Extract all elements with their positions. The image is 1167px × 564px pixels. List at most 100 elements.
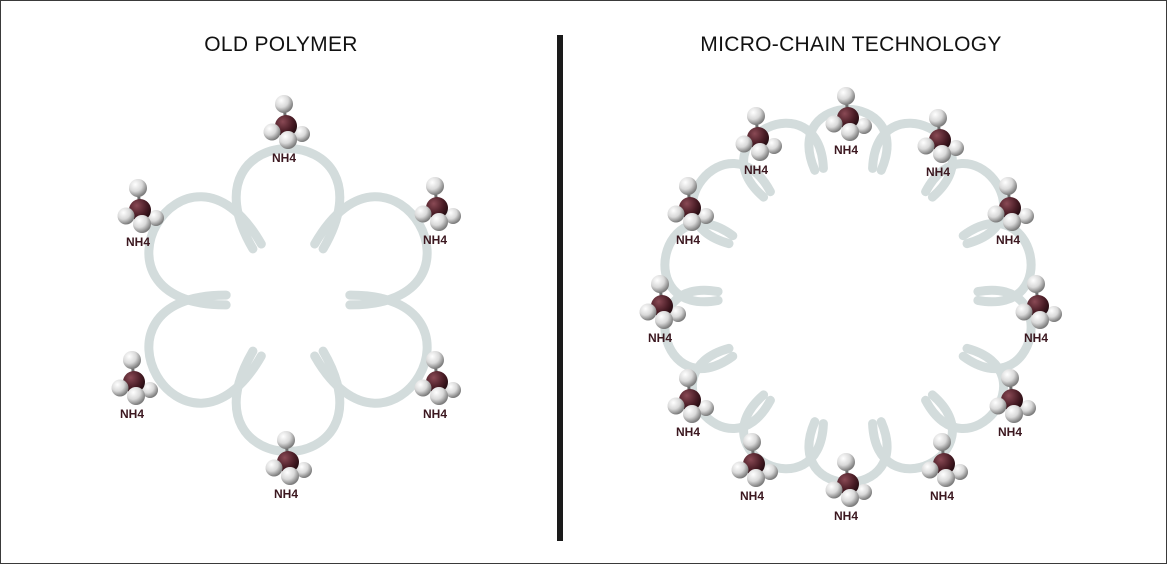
hydrogen-atom (841, 123, 859, 141)
hydrogen-atom (277, 431, 295, 449)
hydrogen-atom (639, 303, 657, 321)
micro-chain-molecule-7: NH4 (1015, 275, 1062, 345)
hydrogen-atom (1046, 306, 1062, 322)
hydrogen-atom (735, 135, 753, 153)
hydrogen-atom (731, 461, 749, 479)
nh4-label: NH4 (676, 233, 700, 247)
hydrogen-atom (999, 177, 1017, 195)
hydrogen-atom (1031, 311, 1049, 329)
nitrogen-atom (1001, 389, 1023, 411)
hydrogen-atom (430, 213, 448, 231)
hydrogen-atom (987, 205, 1005, 223)
hydrogen-atom (414, 205, 432, 223)
hydrogen-atom (123, 351, 141, 369)
polymer-chains (144, 104, 1036, 488)
micro-chain-molecule-6: NH4 (639, 275, 686, 345)
nitrogen-atom (277, 451, 299, 473)
nitrogen-atom (999, 197, 1021, 219)
hydrogen-atom (679, 177, 697, 195)
micro-chain-molecule-4: NH4 (667, 177, 714, 247)
nh4-label: NH4 (676, 425, 700, 439)
micro-chain-chain-loop (660, 218, 738, 307)
hydrogen-atom (296, 462, 312, 478)
hydrogen-atom (1020, 400, 1036, 416)
hydrogen-atom (279, 131, 297, 149)
nh4-label: NH4 (926, 165, 950, 179)
hydrogen-atom (933, 433, 951, 451)
hydrogen-atom (683, 405, 701, 423)
nh4-label: NH4 (272, 151, 296, 165)
old-polymer-chain-loop (310, 290, 432, 408)
hydrogen-atom (679, 369, 697, 387)
hydrogen-atom (952, 464, 968, 480)
nh4-label: NH4 (1024, 331, 1048, 345)
micro-chain-chain-loop (868, 118, 957, 202)
hydrogen-atom (743, 433, 761, 451)
hydrogen-atom (127, 387, 145, 405)
hydrogen-atom (430, 387, 448, 405)
hydrogen-atom (921, 461, 939, 479)
hydrogen-atom (825, 115, 843, 133)
hydrogen-atom (651, 275, 669, 293)
hydrogen-atom (263, 123, 281, 141)
hydrogen-atom (841, 489, 859, 507)
nitrogen-atom (933, 453, 955, 475)
hydrogen-atom (445, 382, 461, 398)
nh4-label: NH4 (274, 487, 298, 501)
hydrogen-atom (698, 400, 714, 416)
hydrogen-atom (148, 210, 164, 226)
old-polymer-molecule-2: NH4 (117, 179, 164, 249)
old-polymer-molecule-4: NH4 (111, 351, 158, 421)
nitrogen-atom (747, 127, 769, 149)
nitrogen-atom (837, 107, 859, 129)
hydrogen-atom (948, 140, 964, 156)
micro-chain-molecule-12: NH4 (825, 453, 872, 523)
nitrogen-atom (679, 197, 701, 219)
hydrogen-atom (1015, 303, 1033, 321)
hydrogen-atom (766, 138, 782, 154)
nh4-label: NH4 (648, 331, 672, 345)
hydrogen-atom (1003, 213, 1021, 231)
hydrogen-atom (414, 379, 432, 397)
nitrogen-atom (426, 197, 448, 219)
micro-chain-chain-loop (958, 218, 1036, 307)
hydrogen-atom (655, 311, 673, 329)
micro-chain-chain-loop (921, 159, 1008, 249)
micro-chain-molecule-8: NH4 (667, 369, 714, 439)
hydrogen-atom (825, 481, 843, 499)
hydrogen-atom (698, 208, 714, 224)
nh4-label: NH4 (423, 407, 447, 421)
hydrogen-atom (747, 107, 765, 125)
old-polymer-molecule-1: NH4 (263, 95, 310, 165)
hydrogen-atom (667, 397, 685, 415)
old-polymer-chain-loop (144, 192, 266, 310)
old-polymer-molecule-6: NH4 (265, 431, 312, 501)
hydrogen-atom (762, 464, 778, 480)
hydrogen-atom (667, 205, 685, 223)
nh4-label: NH4 (998, 425, 1022, 439)
hydrogen-atom (426, 351, 444, 369)
hydrogen-atom (1018, 208, 1034, 224)
micro-chain-title: MICRO-CHAIN TECHNOLOGY (700, 33, 1002, 56)
micro-chain-chain-loop (660, 285, 738, 374)
hydrogen-atom (142, 382, 158, 398)
nh4-label: NH4 (423, 233, 447, 247)
old-polymer-title: OLD POLYMER (204, 33, 358, 56)
micro-chain-molecule-5: NH4 (987, 177, 1034, 247)
nitrogen-atom (743, 453, 765, 475)
hydrogen-atom (933, 145, 951, 163)
nitrogen-atom (651, 295, 673, 317)
nitrogen-atom (837, 473, 859, 495)
hydrogen-atom (670, 306, 686, 322)
hydrogen-atom (111, 379, 129, 397)
hydrogen-atom (937, 469, 955, 487)
hydrogen-atom (129, 179, 147, 197)
hydrogen-atom (837, 87, 855, 105)
old-polymer-chain-loop (144, 290, 266, 408)
nitrogen-atom (123, 371, 145, 393)
hydrogen-atom (747, 469, 765, 487)
hydrogen-atom (265, 459, 283, 477)
